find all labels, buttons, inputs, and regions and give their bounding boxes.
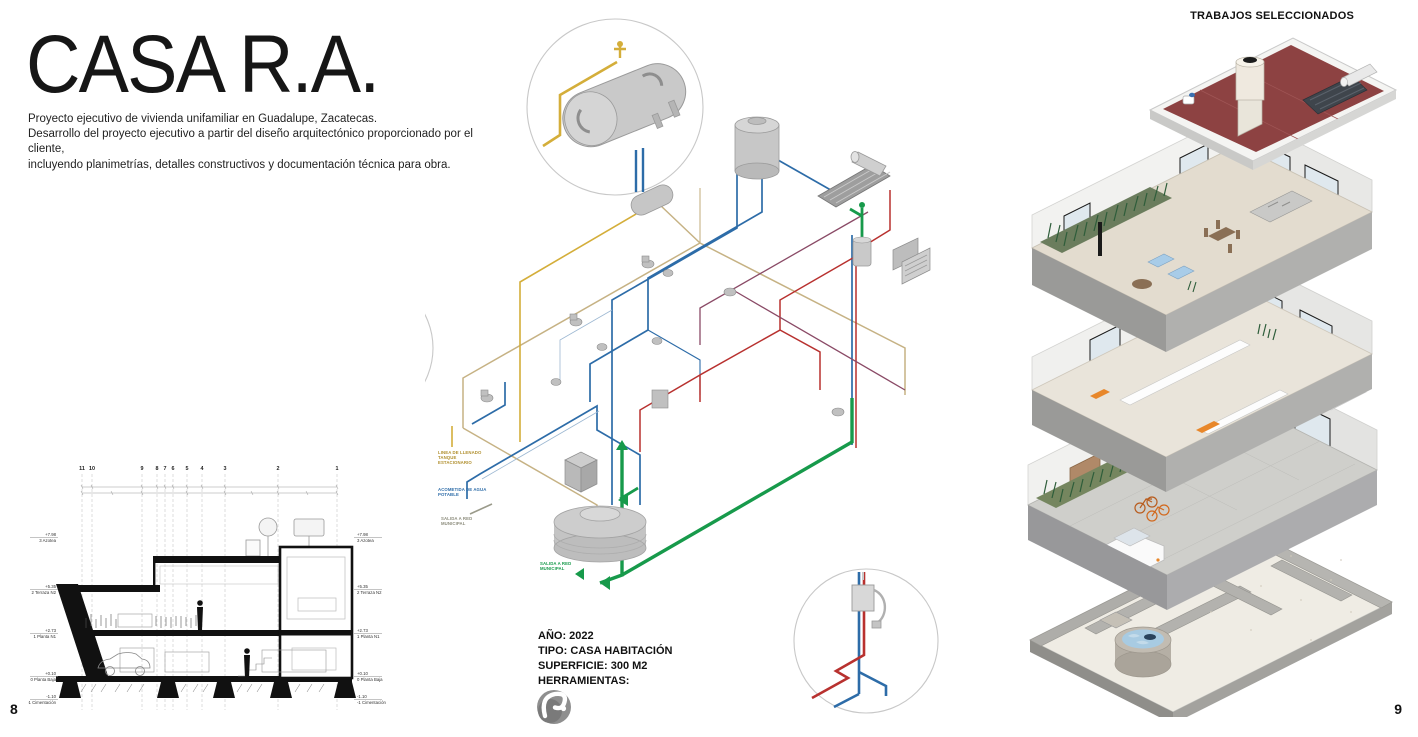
section-right-tower	[278, 545, 354, 680]
gas-pipes	[451, 206, 649, 447]
svg-text:1: 1	[336, 466, 339, 472]
chimney-flue	[1098, 222, 1102, 256]
exploded-axonometric	[1027, 37, 1398, 717]
hot-water-pipes	[639, 190, 891, 452]
plumbing-fixtures	[480, 255, 845, 417]
plants	[1047, 182, 1168, 247]
svg-text:-1.10: -1.10	[357, 694, 367, 699]
roof-pump	[1182, 92, 1195, 105]
foundation-cistern	[1114, 626, 1172, 678]
page-title: CASA R.A.	[26, 19, 380, 110]
plant	[1257, 323, 1277, 341]
description-line: incluyendo planimetrías, detalles constr…	[28, 158, 451, 171]
svg-text:-1 Cimentación: -1 Cimentación	[357, 700, 387, 705]
cistern-tank	[553, 505, 647, 563]
svg-text:2 Terraza N2: 2 Terraza N2	[357, 590, 382, 595]
svg-text:1 Planta N1: 1 Planta N1	[357, 634, 380, 639]
project-info: AÑO: 2022 TIPO: CASA HABITACIÓN SUPERFIC…	[538, 629, 672, 688]
svg-text:0 Planta Baja: 0 Planta Baja	[30, 677, 56, 682]
building-section-drawing: 11 10 9 8 7 6 5 4 3 2 1	[28, 466, 387, 710]
foundation-box	[1099, 611, 1133, 629]
meter-box	[564, 451, 598, 493]
bicycles	[1134, 496, 1170, 522]
svg-text:5: 5	[186, 466, 189, 472]
roof-level	[1148, 37, 1398, 170]
cold-water-pipes	[466, 159, 853, 505]
svg-text:-1.10: -1.10	[46, 694, 56, 699]
project-description: Proyecto ejecutivo de vivienda unifamili…	[28, 112, 498, 173]
svg-text:11: 11	[79, 466, 85, 472]
project-year: AÑO: 2022	[538, 630, 594, 642]
elevation-labels-right: +7.983 Azotea +5.352 Terraza N2 +2.731 P…	[354, 532, 387, 705]
page-number-right: 9	[1394, 701, 1402, 717]
human-figure	[197, 600, 250, 678]
description-line: Proyecto ejecutivo de vivienda unifamili…	[28, 113, 378, 125]
section-interior-details	[85, 565, 327, 677]
kitchen-counter	[1249, 190, 1313, 223]
svg-text:9: 9	[141, 466, 144, 472]
svg-text:3: 3	[224, 466, 227, 472]
pipe-label-sewer-gray: SALIDA A RED MUNICIPAL	[441, 516, 473, 527]
pipe-label-sewer-green: SALIDA A RED MUNICIPAL	[540, 561, 572, 572]
svg-text:0 Planta Baja: 0 Planta Baja	[357, 677, 383, 682]
terrace-level	[1031, 111, 1373, 352]
svg-text:6: 6	[172, 466, 175, 472]
roof-solar-heater	[1302, 63, 1378, 115]
project-surface: SUPERFICIE: 300 M2	[538, 659, 648, 672]
detail-circle-boiler	[425, 313, 434, 383]
svg-text:4: 4	[201, 466, 204, 472]
tinaco-water-tank	[734, 116, 780, 180]
aux-water-lines	[481, 309, 613, 480]
svg-text:+7.98: +7.98	[45, 532, 56, 537]
svg-text:+2.73: +2.73	[357, 628, 368, 633]
pipe-label-gas-fill: LINEA DE LLENADO TANQUE ESTACIONARIO	[438, 450, 482, 466]
lounge-furniture	[1132, 253, 1197, 293]
project-type: TIPO: CASA HABITACIÓN	[538, 644, 673, 657]
equipment-boxes	[892, 237, 931, 285]
svg-text:10: 10	[89, 466, 95, 472]
description-line: Desarrollo del proyecto ejecutivo a part…	[28, 128, 473, 156]
dining-set	[1204, 220, 1240, 253]
solar-water-heater	[817, 151, 891, 208]
svg-text:+0.10: +0.10	[357, 671, 368, 676]
svg-text:+5.35: +5.35	[45, 584, 56, 589]
section-header: TRABAJOS SELECCIONADOS	[1190, 10, 1354, 22]
rooftop-equipment	[245, 517, 325, 557]
svg-text:-1 Cimentación: -1 Cimentación	[28, 700, 57, 705]
dimension-lines	[80, 484, 339, 496]
project-tools-label: HERRAMIENTAS:	[538, 674, 630, 687]
svg-text:2 Terraza N2: 2 Terraza N2	[31, 590, 56, 595]
svg-text:+2.73: +2.73	[45, 628, 56, 633]
detail-circle-gas-tank	[526, 18, 704, 196]
svg-text:+5.35: +5.35	[357, 584, 368, 589]
elevation-labels-left: +7.983 Azotea +5.352 Terraza N2 +2.731 P…	[28, 532, 58, 705]
svg-text:3 Azotea: 3 Azotea	[357, 538, 374, 543]
terrace-garden	[1040, 187, 1172, 253]
sanitary-pipes	[462, 188, 906, 528]
svg-text:2: 2	[277, 466, 280, 472]
pipe-label-water-inlet: ACOMETIDA DE AGUA POTABLE	[438, 487, 487, 498]
svg-text:7: 7	[164, 466, 167, 472]
drain-arrows	[575, 440, 628, 590]
page-number-left: 8	[10, 701, 18, 717]
svg-text:1 Planta N1: 1 Planta N1	[34, 634, 57, 639]
mep-isometric-diagram	[425, 18, 939, 714]
svg-text:3 Azotea: 3 Azotea	[39, 538, 56, 543]
sewer-tail	[469, 503, 493, 515]
section-grid-numbers: 11 10 9 8 7 6 5 4 3 2 1	[79, 466, 338, 472]
roof-tinaco	[1235, 56, 1265, 137]
detail-circle-shower	[793, 568, 939, 714]
svg-text:+0.10: +0.10	[45, 671, 56, 676]
boiler	[852, 236, 872, 267]
ground-hatch	[80, 683, 325, 693]
archicad-logo-icon	[534, 686, 574, 726]
section-structure	[56, 556, 356, 698]
svg-text:+7.98: +7.98	[357, 532, 368, 537]
section-car	[97, 652, 151, 676]
return-pipes	[699, 211, 906, 391]
svg-text:8: 8	[156, 466, 159, 472]
